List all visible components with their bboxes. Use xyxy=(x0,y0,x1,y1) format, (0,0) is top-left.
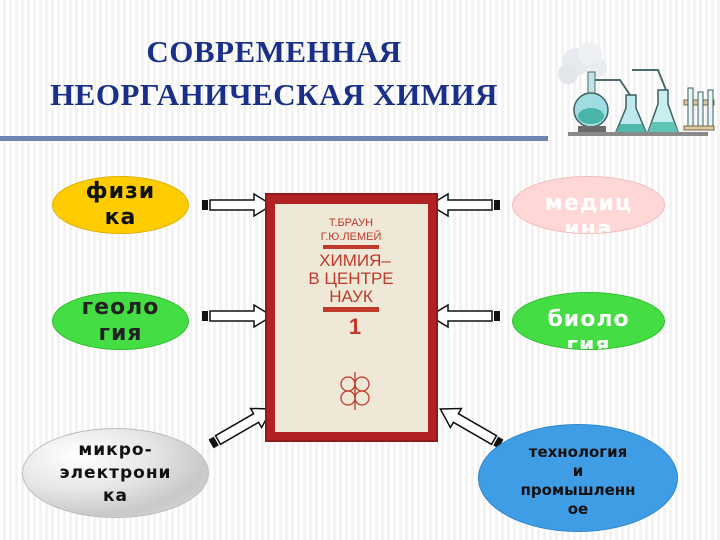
book-volume-number: 1 xyxy=(349,314,361,339)
arrow-biology xyxy=(429,304,501,328)
book-title-line-3: НАУК xyxy=(329,287,373,306)
node-technology-label: технология и промышленн ое xyxy=(520,443,636,518)
test-tube-rack xyxy=(683,87,715,131)
book-emblem xyxy=(340,372,370,410)
node-geology-label: геоло гия xyxy=(81,295,160,346)
node-microelectronics: микро- электрони ка xyxy=(22,428,209,518)
book-rule-top xyxy=(323,245,379,249)
title-underline xyxy=(0,136,548,141)
book-cover: Т.БРАУН Г.Ю.ЛЕМЕЙ ХИМИЯ– В ЦЕНТРЕ НАУК 1 xyxy=(275,204,428,432)
node-medicine-label: медиц ина xyxy=(544,191,633,234)
arrow-geology xyxy=(201,304,273,328)
node-biology: биоло гия xyxy=(512,292,665,350)
page-title: СОВРЕМЕННАЯ НЕОРГАНИЧЕСКАЯ ХИМИЯ xyxy=(0,30,548,116)
book-rule-bottom xyxy=(323,307,379,312)
book-title-line-2: В ЦЕНТРЕ xyxy=(308,269,393,288)
book-author-1: Т.БРАУН xyxy=(329,217,373,229)
arrow-technology xyxy=(434,398,508,455)
node-microelectronics-label: микро- электрони ка xyxy=(59,439,172,506)
title-line-1: СОВРЕМЕННАЯ xyxy=(146,34,402,69)
node-technology: технология и промышленн ое xyxy=(478,424,678,532)
arrow-physics xyxy=(201,193,273,217)
node-medicine: медиц ина xyxy=(512,176,665,234)
lab-glassware-illustration xyxy=(558,42,715,136)
node-biology-label: биоло гия xyxy=(547,307,630,350)
arrow-medicine xyxy=(429,193,501,217)
book-author-2: Г.Ю.ЛЕМЕЙ xyxy=(321,230,382,243)
burner-stand xyxy=(568,126,708,136)
tube-connector xyxy=(595,69,667,96)
node-geology: геоло гия xyxy=(52,292,189,350)
node-physics-label: физи ка xyxy=(85,179,156,230)
node-physics: физи ка xyxy=(52,176,189,234)
title-line-2: НЕОРГАНИЧЕСКАЯ ХИМИЯ xyxy=(50,77,498,112)
book-title-line-1: ХИМИЯ– xyxy=(319,251,391,270)
